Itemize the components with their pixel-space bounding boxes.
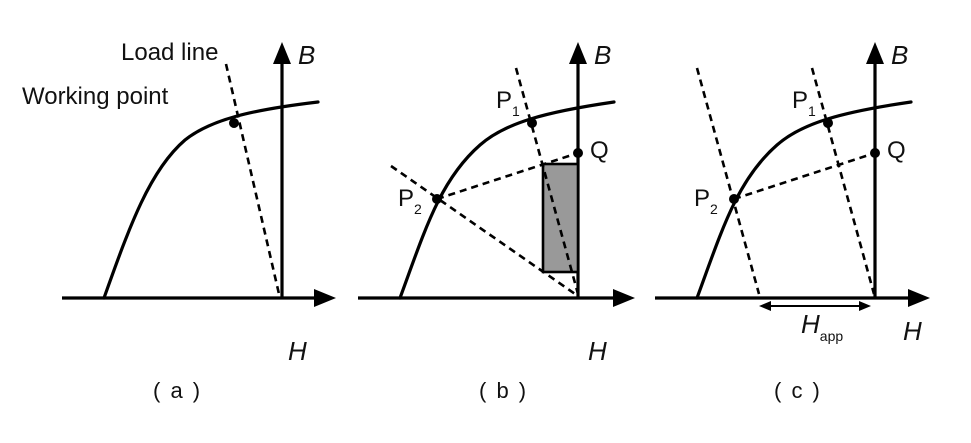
h-axis-arrow-c	[908, 289, 930, 307]
b-axis-label-c: B	[891, 40, 908, 70]
load-line-a	[224, 63, 281, 295]
bh-curve-b	[398, 100, 616, 300]
panel-c: P1 P2 Q B H Happ ( c )	[655, 40, 930, 403]
q-label-b: Q	[590, 137, 609, 164]
h-axis-label-c: H	[903, 316, 922, 346]
p2-label-c: P2	[694, 185, 718, 217]
p2-to-q-line-c	[733, 151, 876, 201]
h-axis-label-a: H	[288, 336, 307, 366]
b-axis-arrow-a	[273, 42, 291, 64]
p1-dot-b	[527, 118, 537, 128]
panel-b: P1 P2 Q B H ( b )	[358, 40, 635, 403]
b-axis-label-a: B	[298, 40, 315, 70]
load-line-p1-c	[810, 67, 876, 295]
happ-arrow-right-head	[859, 301, 871, 311]
caption-a: ( a )	[153, 378, 202, 403]
caption-c: ( c )	[774, 378, 822, 403]
h-axis-arrow-b	[613, 289, 635, 307]
bh-curve-c	[695, 100, 913, 300]
happ-label: Happ	[801, 309, 843, 344]
caption-b: ( b )	[479, 378, 528, 403]
p2-dot-b	[432, 194, 442, 204]
working-point-dot	[229, 118, 239, 128]
load-line-p2-c	[695, 67, 761, 295]
p1-dot-c	[823, 118, 833, 128]
p1-label-c: P1	[792, 87, 816, 119]
load-line-p1-b	[514, 67, 580, 295]
h-axis-arrow-a	[314, 289, 336, 307]
panel-a: Load line Working point B H ( a )	[22, 39, 336, 403]
load-line-p2-b	[390, 164, 579, 298]
b-axis-label-b: B	[594, 40, 611, 70]
bh-curve-a	[102, 100, 320, 300]
p2-dot-c	[729, 194, 739, 204]
b-axis-arrow-b	[569, 42, 587, 64]
q-dot-b	[573, 148, 583, 158]
p2-to-q-line-b	[436, 151, 579, 201]
p2-label-b: P2	[398, 185, 422, 217]
load-line-label: Load line	[121, 39, 218, 66]
p1-label-b: P1	[496, 87, 520, 119]
shaded-rectangle	[541, 162, 580, 274]
happ-arrow-left-head	[759, 301, 771, 311]
q-dot-c	[870, 148, 880, 158]
working-point-label: Working point	[22, 83, 169, 110]
h-axis-label-b: H	[588, 336, 607, 366]
b-axis-arrow-c	[866, 42, 884, 64]
q-label-c: Q	[887, 137, 906, 164]
